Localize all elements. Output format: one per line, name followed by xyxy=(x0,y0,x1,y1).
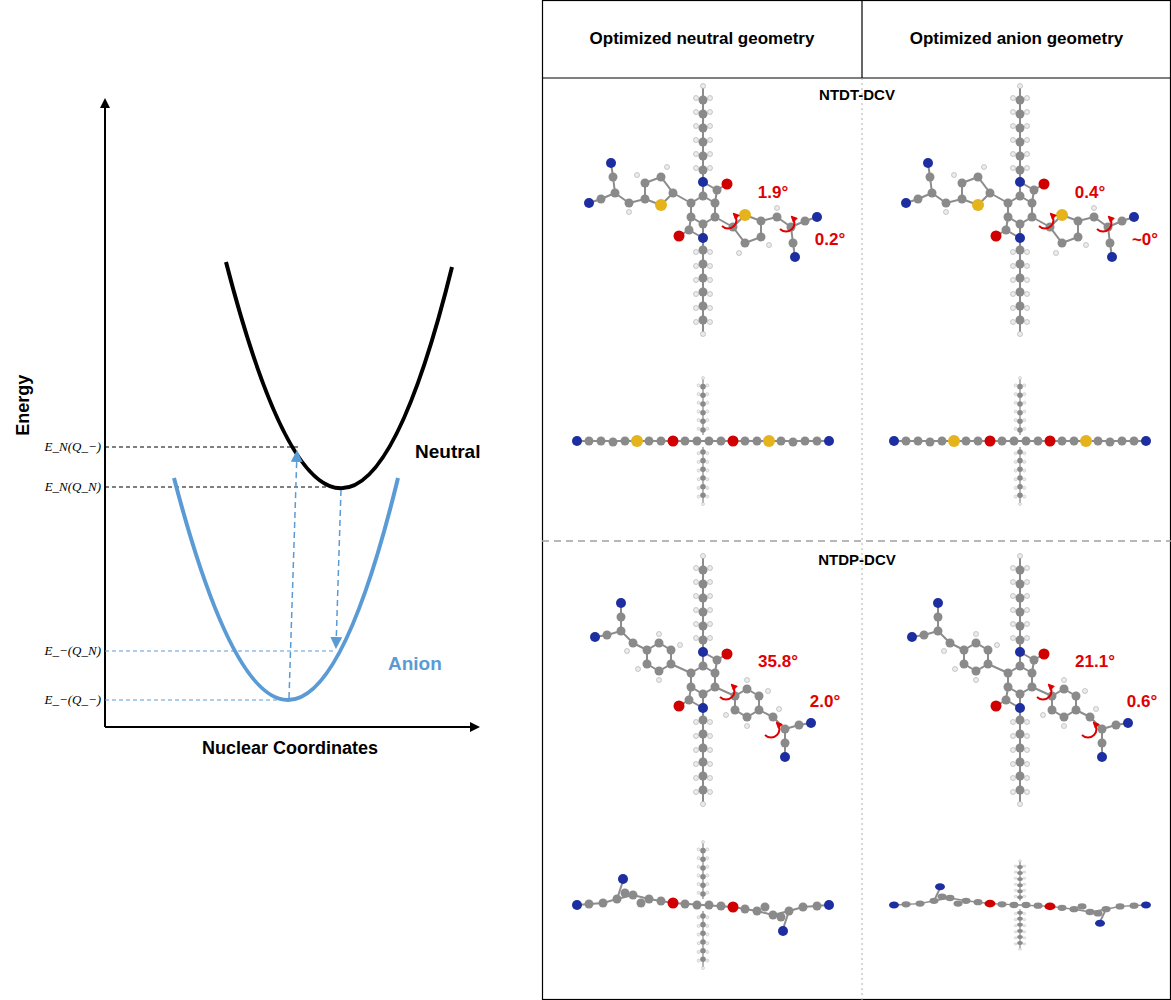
energy-guides xyxy=(105,447,340,700)
table-grid xyxy=(542,0,1171,1000)
dihedral-angle: 21.1° xyxy=(1073,652,1117,672)
dihedral-angle: 0.2° xyxy=(813,230,847,250)
dihedral-angle: 0.4° xyxy=(1073,183,1107,203)
torsion-markers xyxy=(720,214,1111,737)
molecule-name: NTDT-DCV xyxy=(819,86,895,103)
header-text: Optimized anion geometry xyxy=(910,29,1123,49)
energy-level-label: E_−(Q_−) xyxy=(44,693,101,708)
molecule-models xyxy=(572,84,1151,970)
energy-level-label: E_N(Q_−) xyxy=(45,440,101,455)
dihedral-angle: 0.6° xyxy=(1125,692,1159,712)
energy-level-label: E_−(Q_N) xyxy=(45,644,101,659)
table-header-cell: Optimized anion geometry xyxy=(862,0,1171,78)
energy-level-label: E_N(Q_N) xyxy=(45,480,101,495)
table-header-cell: Optimized neutral geometry xyxy=(542,0,862,78)
curve-label: Neutral xyxy=(415,441,480,463)
molecule-name: NTDP-DCV xyxy=(818,551,896,568)
header-text: Optimized neutral geometry xyxy=(590,29,815,49)
axis-title: Energy xyxy=(14,374,35,435)
plot-axes xyxy=(105,100,478,727)
axis-title: Nuclear Coordinates xyxy=(202,738,378,759)
curve-label: Anion xyxy=(388,653,442,675)
anion-curve xyxy=(174,478,398,700)
dihedral-angle: 35.8° xyxy=(756,652,800,672)
dihedral-angle: 1.9° xyxy=(756,183,790,203)
dihedral-angle: 2.0° xyxy=(808,692,842,712)
dihedral-angle: ~0° xyxy=(1130,230,1160,250)
transition-arrows xyxy=(289,452,341,698)
